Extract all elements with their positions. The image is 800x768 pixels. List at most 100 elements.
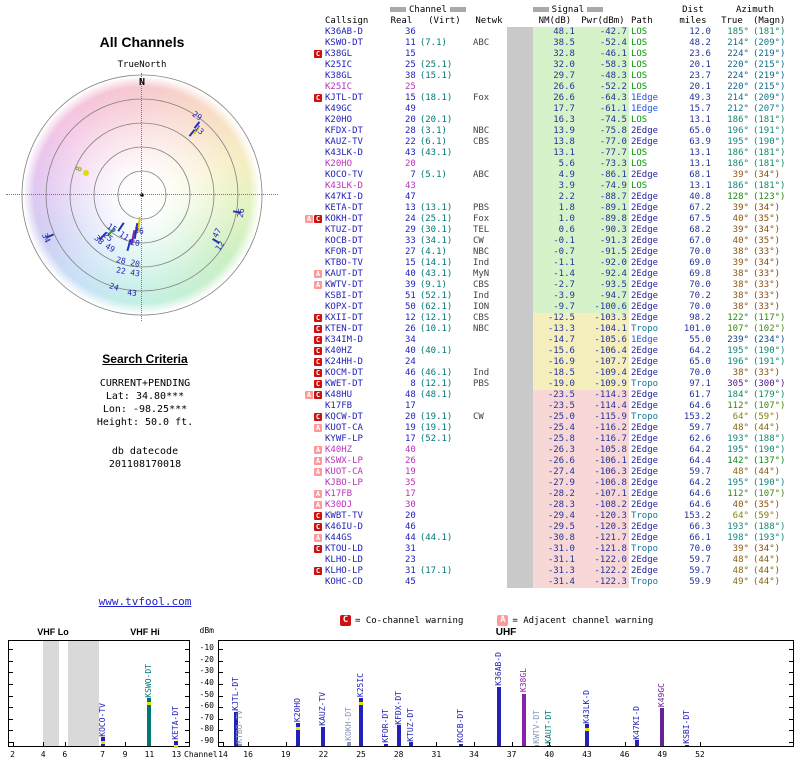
dbm-edge-tick <box>9 672 13 674</box>
azimuth-true-cell: 48° <box>732 467 749 477</box>
network-cell <box>471 192 507 203</box>
azimuth-magn-cell: (33°) <box>752 269 781 279</box>
miles-cell: 15.7 <box>689 104 711 114</box>
virtual-channel-cell <box>418 555 471 566</box>
path-cell: 1Edge <box>630 335 659 345</box>
row-flag-cell <box>303 236 323 247</box>
network-cell <box>471 555 507 566</box>
north-label: N <box>138 77 146 88</box>
real-channel-cell: 13 <box>405 203 416 213</box>
co-channel-flag: C <box>314 313 322 322</box>
miles-cell: 59.7 <box>689 566 711 576</box>
virtual-channel-cell <box>418 511 471 522</box>
adjacent-channel-flag: A <box>314 500 322 509</box>
real-channel-cell: 43 <box>405 148 416 158</box>
miles-cell: 70.0 <box>689 247 711 257</box>
callsign-cell: K46IU-D <box>325 522 363 532</box>
nm-db-cell: -28.2 <box>532 489 577 500</box>
real-channel-cell: 20 <box>405 412 416 422</box>
pwr-dbm-cell: -106.4 <box>576 346 629 357</box>
path-cell: 2Edge <box>630 423 659 433</box>
azimuth-magn-cell: (44°) <box>752 555 781 565</box>
pwr-dbm-cell: -106.8 <box>576 478 629 489</box>
signal-bar-cell <box>506 225 533 236</box>
signal-bar <box>459 743 464 746</box>
azimuth-true-cell: 239° <box>727 335 749 345</box>
co-channel-flag: C <box>314 324 322 333</box>
channel-tick <box>12 742 14 746</box>
analog-marker <box>174 744 179 748</box>
callsign-cell: K17FB <box>325 489 353 499</box>
callsign-cell: KOHC-CD <box>325 577 363 587</box>
fm-gap-band <box>68 641 99 746</box>
real-channel-cell: 31 <box>405 544 416 554</box>
nm-db-cell: -12.5 <box>532 313 577 324</box>
pwr-dbm-cell: -115.9 <box>576 412 629 423</box>
dbm-edge-tick <box>185 707 189 709</box>
miles-cell: 13.1 <box>689 115 711 125</box>
magn-header: (Magn) <box>752 16 786 26</box>
station-bar-label: KTBO-TV <box>234 709 244 744</box>
azimuth-magn-cell: (179°) <box>752 390 786 400</box>
azimuth-magn-cell: (35°) <box>752 214 781 224</box>
path-cell: LOS <box>630 60 648 70</box>
nm-db-cell: -26.3 <box>532 445 577 456</box>
azimuth-true-cell: 195° <box>727 445 749 455</box>
virtual-channel-cell: (25.1) <box>419 214 453 224</box>
callsign-cell: K47KI-D <box>325 192 363 202</box>
azimuth-true-cell: 112° <box>727 401 749 411</box>
adjacent-channel-legend-text: = Adjacent channel warning <box>512 616 654 626</box>
tvfool-link[interactable]: www.tvfool.com <box>98 595 192 608</box>
callsign-cell: KSBI-DT <box>325 291 363 301</box>
radar-crosshair-horizontal <box>6 194 278 195</box>
nm-db-cell: -0.1 <box>532 236 577 247</box>
netwk-header: Netwk <box>475 16 503 26</box>
signal-bar-cell <box>506 159 533 170</box>
azimuth-magn-cell: (181°) <box>752 159 786 169</box>
pwr-dbm-cell: -74.5 <box>576 115 629 126</box>
signal-bar-cell <box>506 533 533 544</box>
path-cell: 2Edge <box>630 346 659 356</box>
azimuth-true-cell: 39° <box>732 225 749 235</box>
signal-bar-cell <box>506 269 533 280</box>
azimuth-true-cell: 49° <box>732 577 749 587</box>
pwr-dbm-cell: -93.5 <box>576 280 629 291</box>
dist-group-header: Dist <box>682 5 704 15</box>
real-channel-cell: 12 <box>405 313 416 323</box>
miles-cell: 67.0 <box>689 236 711 246</box>
azimuth-true-cell: 193° <box>727 522 749 532</box>
azimuth-magn-cell: (219°) <box>752 49 786 59</box>
nm-db-cell: -16.9 <box>532 357 577 368</box>
pwr-dbm-cell: -89.1 <box>576 203 629 214</box>
miles-cell: 70.2 <box>689 291 711 301</box>
network-cell <box>471 71 507 82</box>
network-cell: CBS <box>472 313 490 323</box>
virtual-channel-cell <box>418 27 471 38</box>
channel-tick-label: 7 <box>100 750 105 759</box>
signal-bar-cell <box>506 38 533 49</box>
azimuth-true-cell: 186° <box>727 148 749 158</box>
real-channel-cell: 51 <box>405 291 416 301</box>
row-flag-cell <box>303 38 323 49</box>
virtual-channel-cell: (7.1) <box>419 38 447 48</box>
miles-cell: 23.7 <box>689 71 711 81</box>
azimuth-magn-cell: (33°) <box>752 302 781 312</box>
channel-tick <box>248 742 250 746</box>
azimuth-magn-cell: (33°) <box>752 368 781 378</box>
virtual-channel-cell: (14.1) <box>419 258 453 268</box>
pwr-dbm-cell: -121.8 <box>576 544 629 555</box>
station-bar-label: KETA-DT <box>171 706 181 740</box>
real-channel-cell: 45 <box>405 577 416 587</box>
network-cell <box>471 346 507 357</box>
network-cell <box>471 423 507 434</box>
dbm-edge-tick <box>9 742 13 743</box>
azimuth-true-cell: 196° <box>727 357 749 367</box>
